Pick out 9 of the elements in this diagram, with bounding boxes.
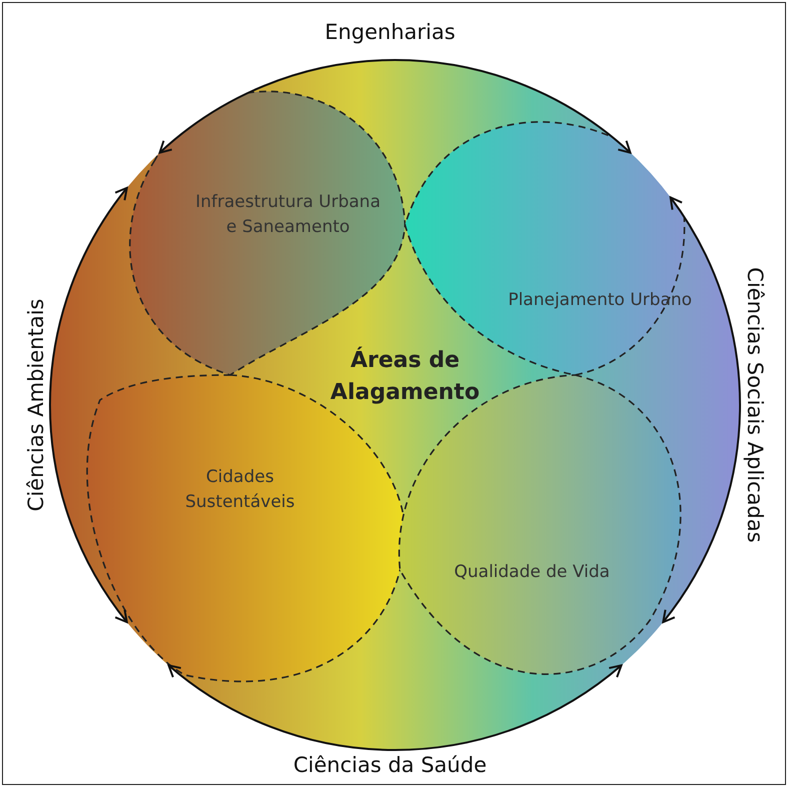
field-label: Engenharias [324,20,456,44]
field-label: Ciências Sociais Aplicadas [743,267,767,543]
field-label: Ciências Ambientais [24,298,48,512]
field-label: Ciências da Saúde [293,753,487,777]
petal-label: Qualidade de Vida [454,560,610,584]
center-title: Áreas de Alagamento [329,346,481,407]
petal-label: Planejamento Urbano [508,288,692,312]
petal-label: Cidades Sustentáveis [184,466,296,514]
petal-label: Infraestrutura Urbana e Saneamento [194,191,382,239]
